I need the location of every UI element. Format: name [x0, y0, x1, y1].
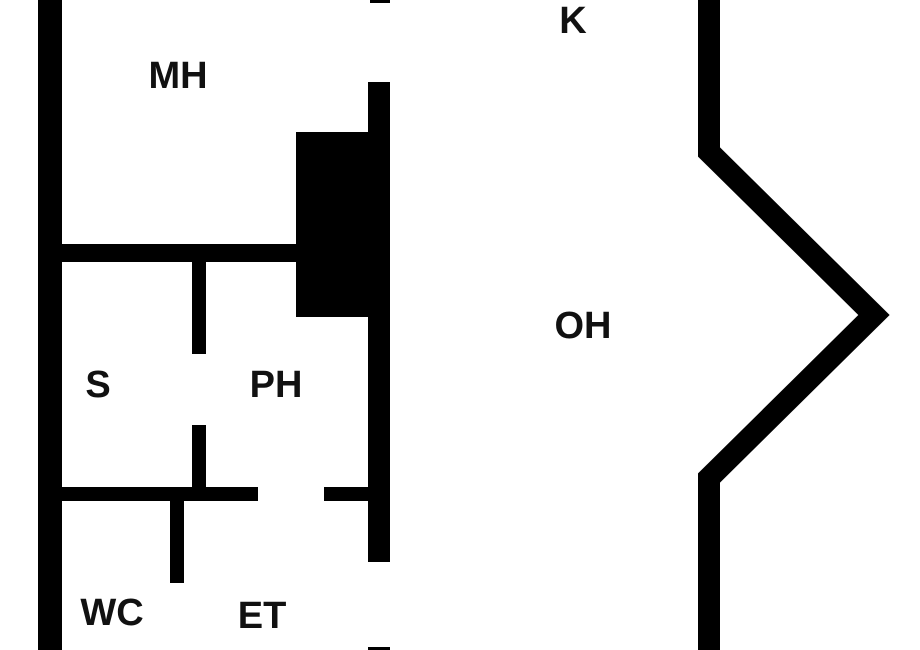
central-partition-wall	[368, 82, 390, 562]
sauna-wall-lower	[192, 425, 206, 495]
walls	[38, 0, 390, 650]
room-label-entrance-hall: ET	[238, 595, 287, 637]
sauna-wall-upper	[192, 262, 206, 354]
bay-window-exterior-wall	[698, 0, 890, 650]
room-label-washroom: PH	[250, 364, 303, 406]
room-labels: MH K S PH OH WC ET	[80, 0, 611, 637]
room-label-master-bedroom: MH	[148, 55, 207, 97]
room-label-toilet: WC	[80, 592, 143, 634]
room-label-kitchen: K	[559, 0, 587, 42]
fireplace-block	[296, 132, 368, 317]
top-door-stub	[370, 0, 390, 3]
room-label-living-room: OH	[555, 305, 612, 347]
bedroom-bottom-wall	[62, 244, 298, 262]
left-exterior-wall	[38, 0, 62, 650]
room-label-sauna: S	[85, 364, 110, 406]
bottom-door-stub	[368, 647, 390, 650]
lower-wall-left	[62, 487, 258, 501]
lower-wall-right	[324, 487, 370, 501]
wc-partition-wall	[170, 501, 184, 583]
